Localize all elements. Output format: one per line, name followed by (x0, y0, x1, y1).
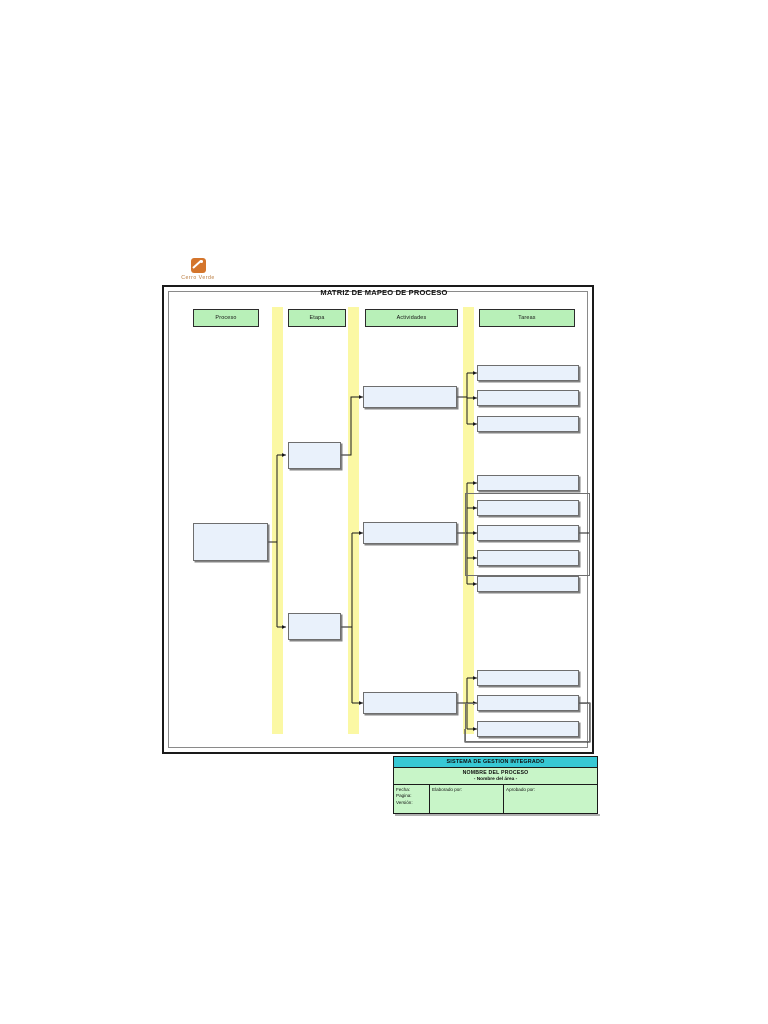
node-tarea-1-3[interactable] (477, 416, 579, 432)
node-etapa-2[interactable] (288, 613, 341, 640)
node-tarea-1-2[interactable] (477, 390, 579, 406)
cerro-verde-mark-icon (190, 258, 206, 273)
legend-process-block: NOMBRE DEL PROCESO - Nombre del área - (394, 767, 597, 785)
column-header-tareas[interactable]: Tareas (479, 309, 575, 327)
cerro-verde-logo-text: Cerro Verde (181, 275, 215, 281)
node-etapa-1[interactable] (288, 442, 341, 469)
lane-divider-band-1 (272, 307, 283, 734)
node-proceso-1[interactable] (193, 523, 268, 561)
legend-field-version: Versión: (396, 800, 413, 806)
group-outline-tareas-2 (465, 493, 590, 576)
column-header-etapa[interactable]: Etapa (288, 309, 346, 327)
lane-divider-band-3 (463, 307, 474, 734)
column-header-proceso[interactable]: Proceso (193, 309, 259, 327)
legend-fields-row: Fecha: Pagina: Versión: Elaborado por: A… (394, 785, 597, 813)
column-header-actividades[interactable]: Actividades (365, 309, 458, 327)
lane-divider-band-2 (348, 307, 359, 734)
legend-table: SISTEMA DE GESTION INTEGRADO NOMBRE DEL … (393, 756, 598, 814)
legend-system-title: SISTEMA DE GESTION INTEGRADO (394, 757, 597, 768)
diagram-frame-inner-border (168, 291, 588, 748)
legend-field-fecha: Fecha: (396, 786, 411, 792)
diagram-title: MATRIZ DE MAPEO DE PROCESO (320, 288, 448, 297)
node-tarea-2-1[interactable] (477, 475, 579, 491)
diagram-frame (162, 285, 594, 754)
legend-meta-cell[interactable]: Fecha: Pagina: Versión: (394, 785, 430, 813)
node-tarea-1-1[interactable] (477, 365, 579, 381)
node-tarea-3-1[interactable] (477, 670, 579, 686)
node-actividad-2[interactable] (363, 522, 457, 544)
node-tarea-2-5[interactable] (477, 576, 579, 592)
node-tarea-3-3[interactable] (477, 721, 579, 737)
node-tarea-2-2[interactable] (477, 500, 579, 516)
legend-aprobado-cell[interactable]: Aprobado por: (506, 786, 536, 792)
legend-area-name: - Nombre del área - (473, 776, 518, 782)
legend-elaborado-cell[interactable]: Elaborado por: (430, 785, 504, 813)
node-tarea-2-3[interactable] (477, 525, 579, 541)
node-actividad-1[interactable] (363, 386, 457, 408)
node-actividad-3[interactable] (363, 692, 457, 714)
legend-process-name: NOMBRE DEL PROCESO (462, 769, 529, 776)
node-tarea-3-2[interactable] (477, 695, 579, 711)
node-tarea-2-4[interactable] (477, 550, 579, 566)
legend-shadow (395, 814, 600, 816)
legend-field-pagina: Pagina: (396, 793, 412, 799)
cerro-verde-logo: Cerro Verde (174, 258, 222, 281)
